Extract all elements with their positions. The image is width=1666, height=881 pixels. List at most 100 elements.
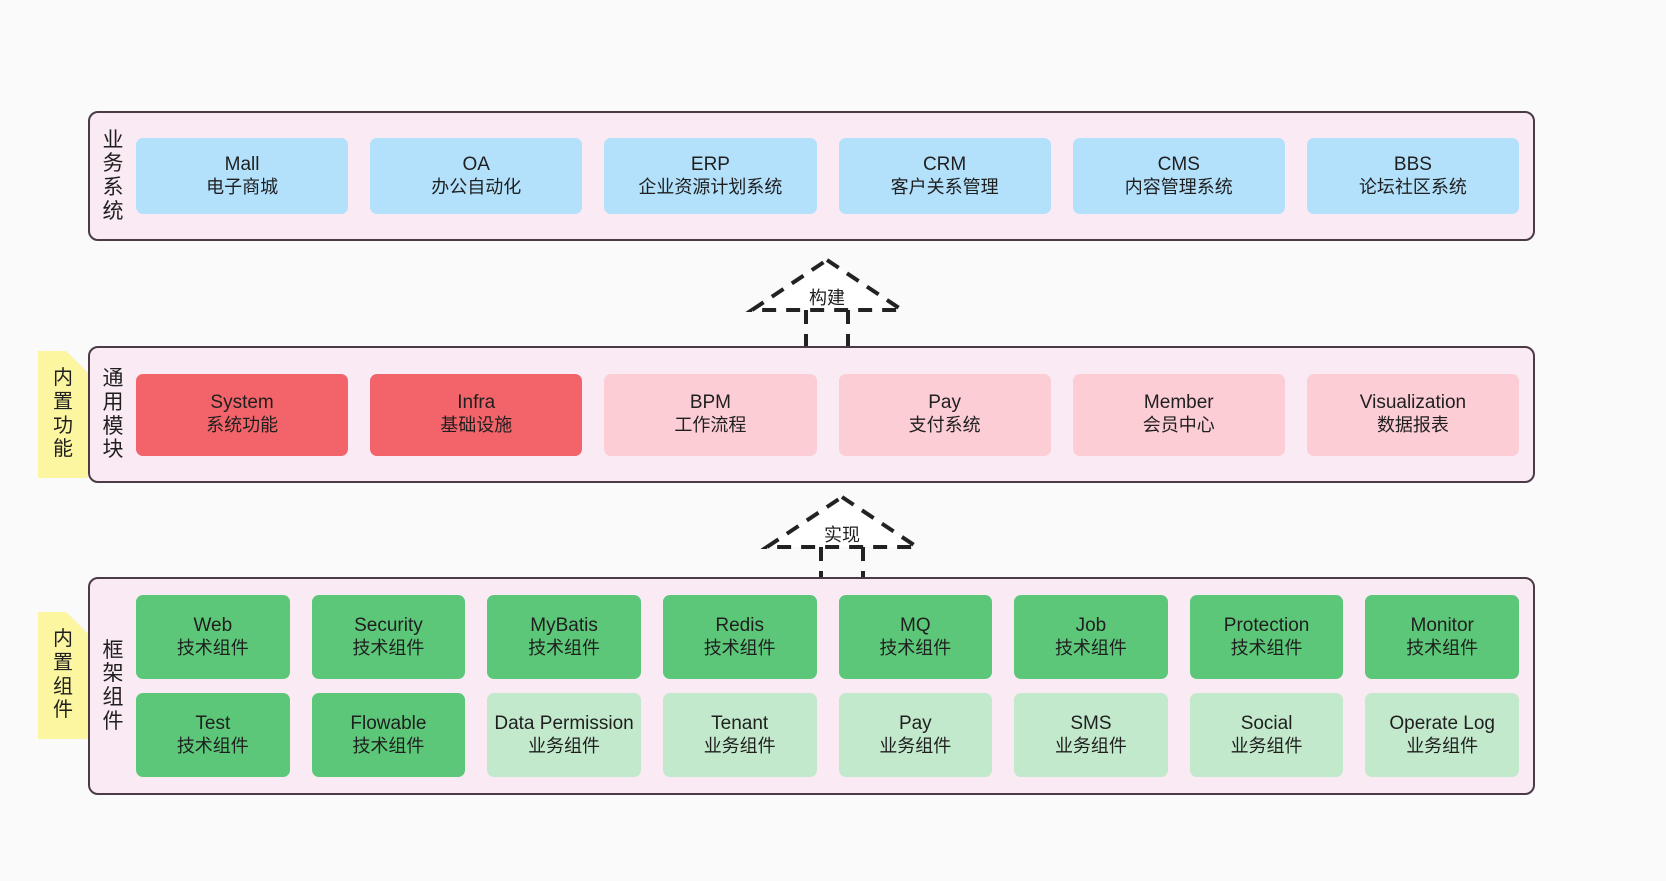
- connector-build: 构建: [742, 252, 912, 352]
- note-char: 组: [53, 675, 73, 698]
- node-pay-component[interactable]: Pay 业务组件: [838, 693, 993, 777]
- node-name: Flowable: [350, 712, 427, 734]
- node-mq[interactable]: MQ 技术组件: [838, 595, 993, 679]
- node-erp[interactable]: ERP 企业资源计划系统: [604, 138, 817, 214]
- node-name: Job: [1075, 614, 1107, 636]
- node-subtitle: 数据报表: [1376, 415, 1449, 436]
- connector-label-build: 构建: [809, 288, 845, 308]
- node-subtitle: 技术组件: [1054, 637, 1127, 658]
- node-subtitle: 技术组件: [879, 637, 952, 658]
- node-name: Security: [354, 614, 423, 636]
- node-name: MQ: [900, 614, 931, 636]
- node-subtitle: 业务组件: [1230, 735, 1303, 756]
- node-name: Monitor: [1410, 614, 1474, 636]
- framework-node-row-1: Web 技术组件 Security 技术组件 MyBatis 技术组件 Redi…: [136, 595, 1519, 679]
- note-fold-corner: [66, 351, 88, 373]
- layer-title-char: 组: [102, 686, 124, 709]
- node-subtitle: 技术组件: [352, 735, 425, 756]
- node-data-permission[interactable]: Data Permission 业务组件: [487, 693, 641, 777]
- node-name: Member: [1143, 392, 1214, 414]
- node-name: Social: [1240, 712, 1293, 734]
- note-builtin-components: 内 置 组 件: [38, 612, 88, 739]
- node-name: Visualization: [1359, 392, 1467, 414]
- note-char: 能: [53, 438, 73, 461]
- node-subtitle: 技术组件: [352, 637, 425, 658]
- node-oa[interactable]: OA 办公自动化: [370, 138, 583, 214]
- node-subtitle: 技术组件: [1230, 637, 1303, 658]
- node-bbs[interactable]: BBS 论坛社区系统: [1306, 138, 1520, 214]
- node-visualization[interactable]: Visualization 数据报表: [1306, 373, 1520, 456]
- node-name: BBS: [1393, 153, 1432, 175]
- framework-node-row-2: Test 技术组件 Flowable 技术组件 Data Permission …: [136, 693, 1519, 777]
- node-name: Test: [195, 712, 231, 734]
- node-mall[interactable]: Mall 电子商城: [136, 138, 349, 214]
- note-char: 功: [53, 414, 73, 437]
- node-subtitle: 系统功能: [206, 415, 279, 436]
- business-node-row: Mall 电子商城 OA 办公自动化 ERP 企业资源计划系统 CRM 客户关系…: [136, 138, 1520, 214]
- node-subtitle: 电子商城: [206, 176, 279, 197]
- node-mybatis[interactable]: MyBatis 技术组件: [487, 595, 641, 679]
- node-job[interactable]: Job 技术组件: [1014, 595, 1168, 679]
- connector-label-implement: 实现: [824, 525, 860, 545]
- node-name: Pay: [928, 392, 961, 414]
- node-name: Tenant: [711, 712, 769, 734]
- node-flowable[interactable]: Flowable 技术组件: [311, 693, 466, 777]
- node-subtitle: 办公自动化: [431, 176, 522, 197]
- note-fold-corner: [66, 612, 88, 634]
- node-name: CRM: [922, 153, 967, 175]
- layer-title-char: 通: [102, 367, 124, 391]
- layer-title-char: 统: [102, 199, 124, 223]
- note-char: 置: [53, 390, 73, 413]
- node-cms[interactable]: CMS 内容管理系统: [1072, 138, 1285, 214]
- layer-body-business: Mall 电子商城 OA 办公自动化 ERP 企业资源计划系统 CRM 客户关系…: [136, 113, 1533, 239]
- layer-title-char: 件: [102, 709, 124, 733]
- layer-common-modules: 通 用 模 块 System 系统功能 Infra 基础设施 BPM 工作流程: [88, 346, 1535, 483]
- layer-title-char: 用: [102, 390, 124, 414]
- note-builtin-features: 内 置 功 能: [38, 351, 88, 478]
- node-subtitle: 会员中心: [1142, 415, 1215, 436]
- node-subtitle: 业务组件: [1406, 735, 1479, 756]
- node-name: Redis: [715, 614, 764, 636]
- node-infra[interactable]: Infra 基础设施: [370, 373, 583, 456]
- node-name: Data Permission: [494, 712, 634, 734]
- node-name: ERP: [690, 153, 730, 175]
- layer-title-char: 模: [102, 414, 124, 438]
- node-subtitle: 技术组件: [703, 637, 776, 658]
- layer-title-char: 框: [102, 638, 124, 662]
- node-monitor[interactable]: Monitor 技术组件: [1365, 595, 1519, 679]
- node-social[interactable]: Social 业务组件: [1189, 693, 1344, 777]
- node-name: OA: [462, 153, 490, 175]
- node-redis[interactable]: Redis 技术组件: [662, 595, 817, 679]
- node-subtitle: 基础设施: [440, 415, 513, 436]
- layer-body-framework: Web 技术组件 Security 技术组件 MyBatis 技术组件 Redi…: [136, 579, 1533, 793]
- connector-implement: 实现: [757, 489, 927, 589]
- node-subtitle: 技术组件: [176, 637, 249, 658]
- layer-title-char: 系: [102, 176, 124, 199]
- node-subtitle: 业务组件: [528, 735, 601, 756]
- node-member[interactable]: Member 会员中心: [1072, 373, 1285, 456]
- node-subtitle: 工作流程: [674, 415, 747, 436]
- node-name: Infra: [457, 392, 496, 414]
- layer-title-common: 通 用 模 块: [90, 348, 136, 481]
- layer-title-framework: 框 架 组 件: [90, 579, 136, 793]
- node-name: BPM: [689, 392, 732, 414]
- node-subtitle: 业务组件: [703, 735, 776, 756]
- node-crm[interactable]: CRM 客户关系管理: [838, 138, 1051, 214]
- node-web[interactable]: Web 技术组件: [136, 595, 290, 679]
- common-node-row: System 系统功能 Infra 基础设施 BPM 工作流程 Pay 支付系统…: [136, 373, 1520, 456]
- node-test[interactable]: Test 技术组件: [136, 693, 290, 777]
- node-subtitle: 支付系统: [908, 415, 981, 436]
- node-bpm[interactable]: BPM 工作流程: [604, 373, 817, 456]
- layer-title-char: 块: [102, 438, 124, 462]
- layer-business-systems: 业 务 系 统 Mall 电子商城 OA 办公自动化 ERP 企业资源计划系统: [88, 111, 1535, 241]
- node-sms[interactable]: SMS 业务组件: [1014, 693, 1168, 777]
- node-security[interactable]: Security 技术组件: [311, 595, 466, 679]
- node-pay-module[interactable]: Pay 支付系统: [838, 373, 1051, 456]
- node-tenant[interactable]: Tenant 业务组件: [662, 693, 817, 777]
- node-operate-log[interactable]: Operate Log 业务组件: [1365, 693, 1519, 777]
- node-protection[interactable]: Protection 技术组件: [1189, 595, 1344, 679]
- node-system[interactable]: System 系统功能: [136, 373, 349, 456]
- layer-title-char: 业: [102, 128, 124, 152]
- layer-framework-components: 框 架 组 件 Web 技术组件 Security 技术组件 MyBatis: [88, 577, 1535, 795]
